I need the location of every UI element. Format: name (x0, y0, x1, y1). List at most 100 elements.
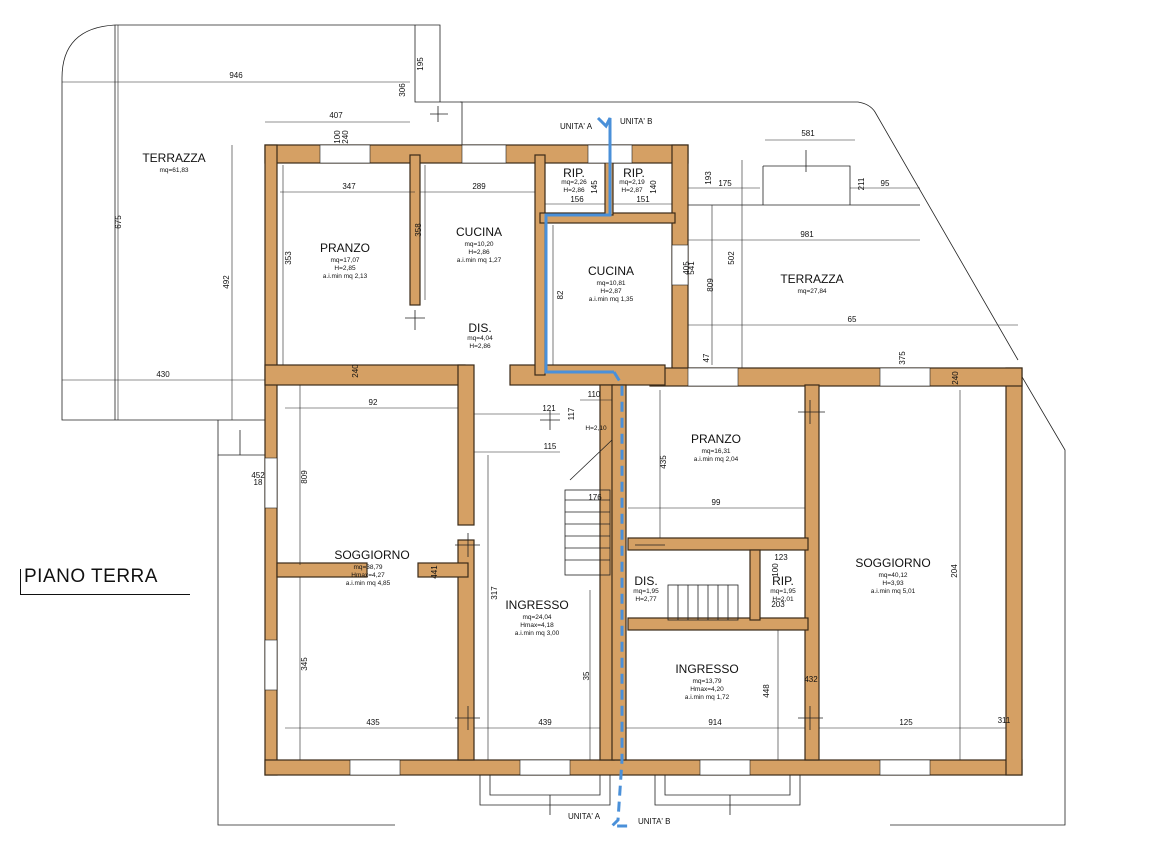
svg-text:H=3,93: H=3,93 (882, 580, 904, 587)
dimension-label: 65 (848, 315, 857, 324)
dimension-label: 809 (706, 278, 715, 292)
svg-text:H=2,77: H=2,77 (635, 596, 657, 603)
svg-text:DIS.: DIS. (468, 321, 491, 335)
svg-text:RIP.: RIP. (563, 166, 585, 180)
dimension-label: 289 (472, 182, 486, 191)
dimension-label: 311 (998, 716, 1011, 725)
dimension-label: 541 (687, 261, 696, 275)
svg-text:INGRESSO: INGRESSO (675, 662, 738, 676)
dimension-label: 441 (430, 565, 439, 579)
dimension-label: 193 (704, 171, 713, 185)
room-terrazza-east: TERRAZZA mq=27,84 (780, 272, 843, 295)
dimension-label: 946 (229, 71, 243, 80)
svg-text:mq=2,26: mq=2,26 (561, 179, 587, 186)
dimension-label: 432 (804, 675, 818, 684)
walls (264, 144, 1023, 776)
dimension-label: 151 (636, 195, 650, 204)
unit-a-label-top: UNITA' A (560, 122, 593, 131)
staircase-b (667, 584, 739, 621)
svg-text:a.i.min mq 1,27: a.i.min mq 1,27 (457, 257, 502, 264)
svg-text:INGRESSO: INGRESSO (505, 598, 568, 612)
dimension-label: 306 (398, 83, 407, 97)
dimension-label: 100 (333, 130, 342, 144)
staircase-a (564, 439, 613, 576)
dimension-label: 195 (416, 57, 425, 71)
svg-text:H=2,01: H=2,01 (772, 596, 794, 603)
svg-text:DIS.: DIS. (634, 574, 657, 588)
dimension-label: 100 (771, 563, 780, 577)
dimension-label: 492 (222, 275, 231, 289)
dimension-label: 358 (414, 223, 423, 237)
svg-text:mq=38,79: mq=38,79 (353, 564, 382, 571)
svg-text:H=2,86: H=2,86 (468, 249, 490, 256)
svg-text:Hmax=4,27: Hmax=4,27 (351, 572, 385, 579)
svg-text:TERRAZZA: TERRAZZA (142, 151, 205, 165)
svg-text:PRANZO: PRANZO (691, 432, 741, 446)
svg-text:H=2,87: H=2,87 (621, 187, 643, 194)
room-ingresso-a: INGRESSO mq=24,04 Hmax=4,18 a.i.min mq 3… (505, 598, 568, 637)
svg-text:a.i.min mq 3,00: a.i.min mq 3,00 (515, 630, 560, 637)
room-soggiorno-b: SOGGIORNO mq=40,12 H=3,93 a.i.min mq 5,0… (855, 556, 930, 595)
dimension-label: 405 (682, 261, 691, 275)
dimension-label: 18 (254, 478, 263, 487)
svg-text:mq=40,12: mq=40,12 (878, 572, 907, 579)
dimension-label: 140 (649, 180, 658, 194)
room-rip-c: RIP. mq=1,95 H=2,01 (770, 574, 796, 603)
dimension-label: 95 (881, 179, 890, 188)
dimension-label: 125 (899, 718, 913, 727)
dimension-label: 353 (284, 251, 293, 265)
svg-text:TERRAZZA: TERRAZZA (780, 272, 843, 286)
svg-text:mq=4,04: mq=4,04 (467, 335, 493, 342)
dimension-label: 121 (542, 404, 556, 413)
dimension-label: 317 (490, 586, 499, 600)
unit-division-route (544, 116, 632, 828)
dimension-label: 82 (556, 290, 565, 299)
dimension-lines (62, 25, 1018, 760)
dimension-label: 175 (718, 179, 732, 188)
svg-text:RIP.: RIP. (623, 166, 645, 180)
dimension-label: 145 (590, 180, 599, 194)
svg-text:mq=16,31: mq=16,31 (701, 448, 730, 455)
dimension-label: 435 (366, 718, 380, 727)
svg-text:a.i.min mq 2,04: a.i.min mq 2,04 (694, 456, 739, 463)
room-soggiorno-a: SOGGIORNO mq=38,79 Hmax=4,27 a.i.min mq … (334, 548, 409, 587)
svg-text:mq=10,81: mq=10,81 (596, 280, 625, 287)
dimension-label: 117 (567, 407, 576, 420)
svg-text:mq=61,83: mq=61,83 (159, 167, 188, 174)
svg-text:RIP.: RIP. (772, 574, 794, 588)
unit-b-label-bottom: UNITA' B (638, 817, 671, 826)
dimension-label: 156 (570, 195, 584, 204)
svg-text:a.i.min mq 5,01: a.i.min mq 5,01 (871, 588, 916, 595)
dimension-label: 407 (329, 111, 343, 120)
dimension-label: 345 (300, 657, 309, 671)
dimension-label: 347 (342, 182, 356, 191)
svg-text:Hmax=4,18: Hmax=4,18 (520, 622, 554, 629)
title-underline (20, 594, 190, 595)
svg-text:mq=1,95: mq=1,95 (770, 588, 796, 595)
room-ingresso-b: INGRESSO mq=13,79 Hmax=4,20 a.i.min mq 1… (675, 662, 738, 701)
svg-text:mq=10,20: mq=10,20 (464, 241, 493, 248)
svg-text:a.i.min mq 4,85: a.i.min mq 4,85 (346, 580, 391, 587)
dimension-label: 204 (950, 564, 959, 578)
dimension-label: 115 (544, 442, 557, 451)
door-markers (239, 106, 825, 730)
floor-title: PIANO TERRA (24, 566, 158, 587)
dimension-label: 430 (156, 370, 170, 379)
dimension-label: 375 (898, 351, 907, 365)
room-wc-small: H=2,10 (585, 425, 607, 432)
svg-text:H=2,86: H=2,86 (469, 343, 491, 350)
dimension-label: 981 (800, 230, 814, 239)
svg-text:H=2,87: H=2,87 (600, 288, 622, 295)
svg-text:a.i.min mq 1,72: a.i.min mq 1,72 (685, 694, 730, 701)
dimension-label: 92 (369, 398, 378, 407)
dimension-label: 502 (727, 251, 736, 265)
dimension-label: 240 (951, 371, 960, 385)
svg-text:mq=24,04: mq=24,04 (522, 614, 551, 621)
room-pranzo-b: PRANZO mq=16,31 a.i.min mq 2,04 (691, 432, 741, 463)
room-dis-a: DIS. mq=4,04 H=2,86 (467, 321, 493, 350)
svg-text:H=2,85: H=2,85 (334, 265, 356, 272)
dimension-label: 809 (300, 470, 309, 484)
room-terrazza-west: TERRAZZA mq=61,83 (142, 151, 205, 174)
svg-text:a.i.min mq 2,13: a.i.min mq 2,13 (323, 273, 368, 280)
